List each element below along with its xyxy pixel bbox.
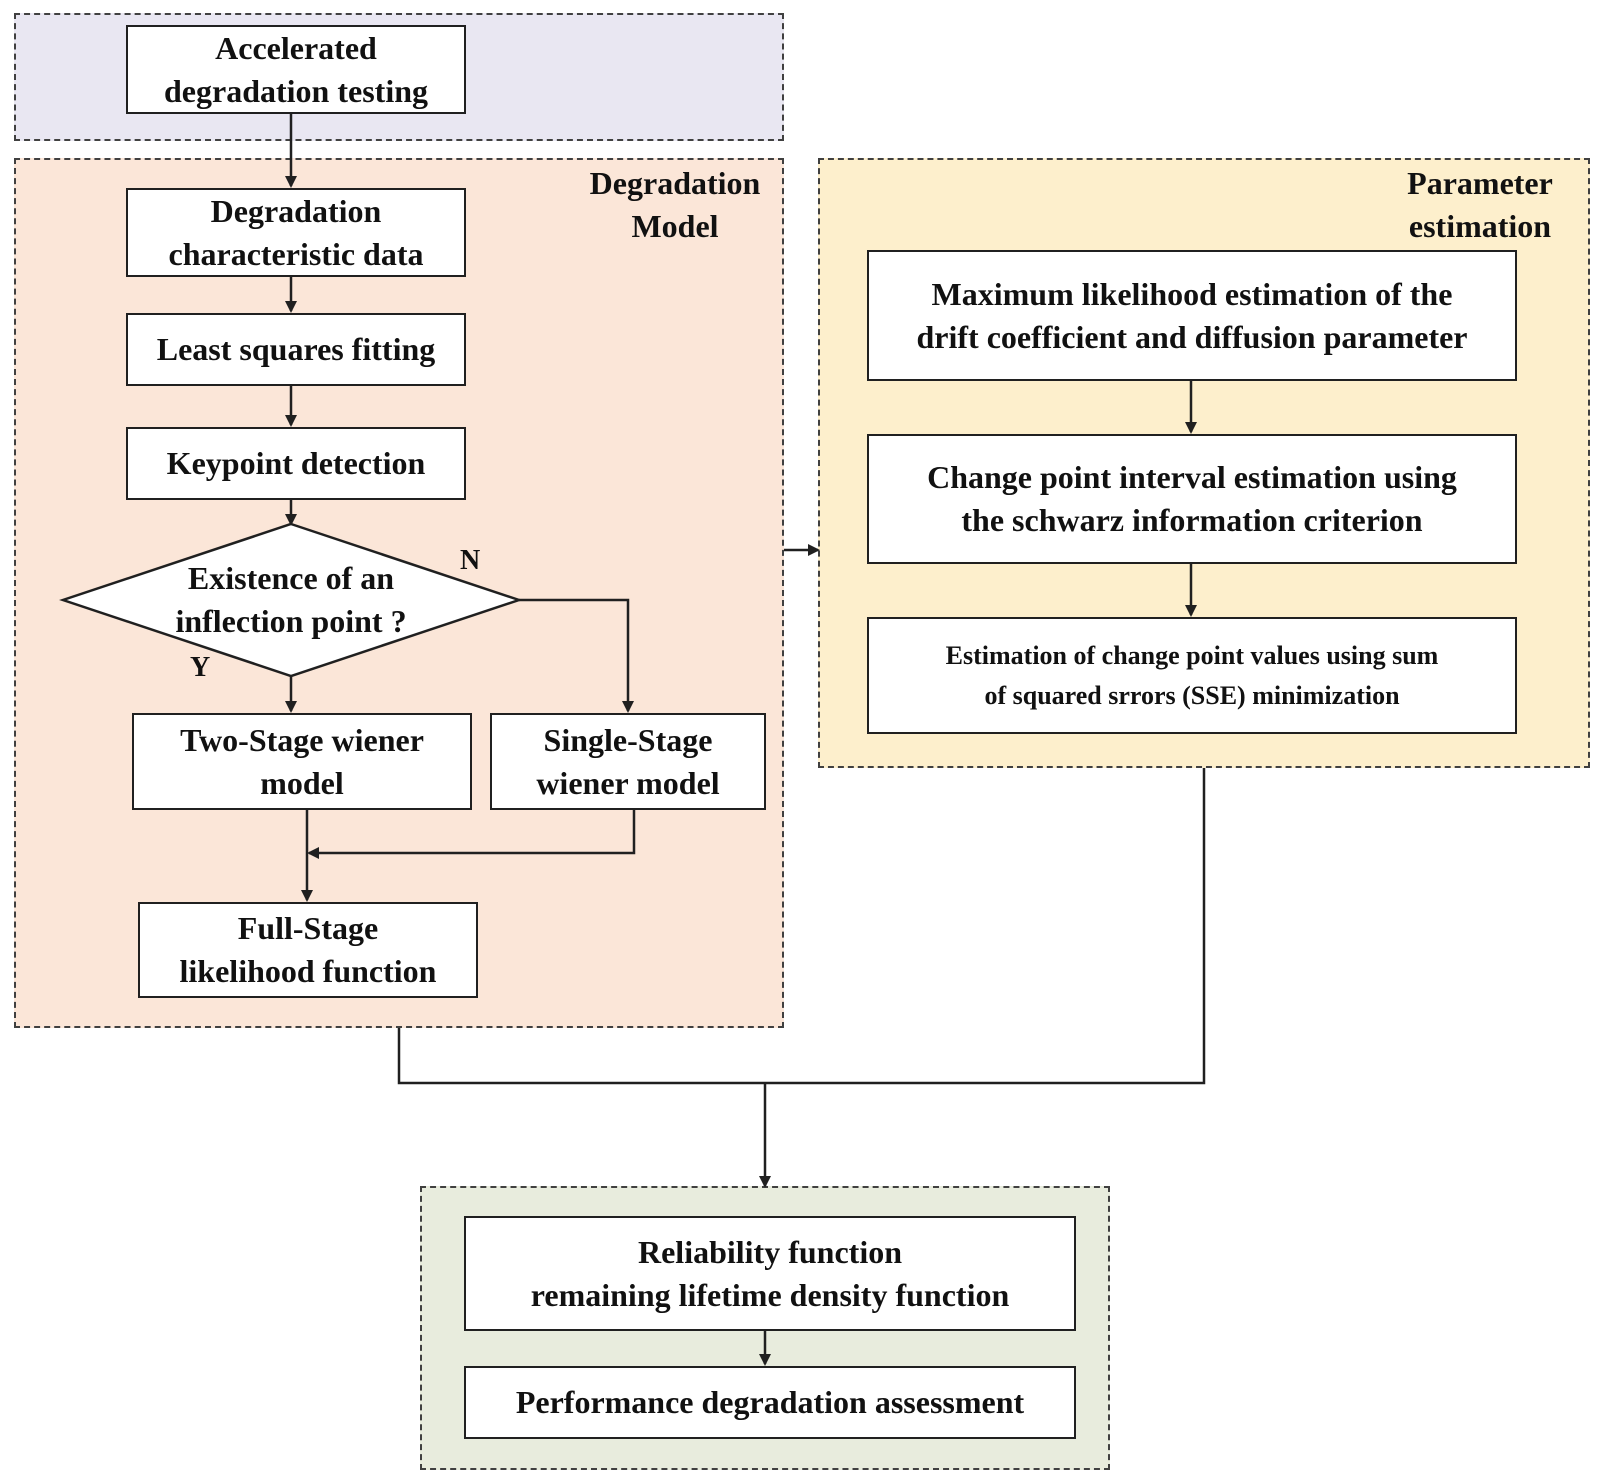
branch-label-yes: Y bbox=[190, 652, 211, 683]
box-single-stage-model: Single-Stage wiener model bbox=[490, 713, 766, 810]
decision-line2: inflection point ? bbox=[175, 603, 407, 639]
box-two-stage-model: Two-Stage wiener model bbox=[132, 713, 472, 810]
reliability-line2: remaining lifetime density function bbox=[530, 1276, 1010, 1313]
change-values-line1: Estimation of change point values using … bbox=[945, 640, 1439, 670]
change-interval-line2: the schwarz information criterion bbox=[961, 502, 1423, 538]
single-stage-line1: Single-Stage bbox=[543, 721, 713, 758]
line-degradation-down bbox=[397, 768, 1206, 1085]
box-full-stage-likelihood: Full-Stage likelihood function bbox=[138, 902, 478, 998]
degradation-model-title: Degradation Model bbox=[570, 162, 780, 248]
full-stage-line1: Full-Stage bbox=[237, 910, 379, 946]
full-stage-line2: likelihood function bbox=[179, 953, 437, 989]
decision-line1: Existence of an bbox=[187, 560, 395, 596]
mle-line1: Maximum likelihood estimation of the bbox=[931, 275, 1453, 312]
single-stage-line2: wiener model bbox=[536, 764, 720, 801]
branch-label-no: N bbox=[460, 545, 481, 576]
arrow-singlestage-merge bbox=[307, 810, 636, 859]
box-characteristic-data: Degradation characteristic data bbox=[126, 188, 466, 277]
box-mle: Maximum likelihood estimation of the dri… bbox=[867, 250, 1517, 381]
keypoint-label: Keypoint detection bbox=[166, 445, 426, 481]
change-values-line2: of squared srrors (SSE) minimization bbox=[984, 680, 1400, 710]
reliability-line1: Reliability function bbox=[637, 1233, 902, 1270]
least-squares-label: Least squares fitting bbox=[156, 331, 436, 367]
arrow-decision-to-singlestage bbox=[519, 598, 634, 713]
mle-line2: drift coefficient and diffusion paramete… bbox=[916, 318, 1468, 355]
characteristic-line1: Degradation bbox=[210, 192, 382, 229]
decision-text: Existence of an inflection point ? bbox=[120, 557, 462, 643]
decision-diamond bbox=[59, 522, 523, 678]
degradation-title-line2: Model bbox=[631, 208, 719, 244]
parameter-title-line1: Parameter bbox=[1407, 165, 1553, 201]
two-stage-line1: Two-Stage wiener bbox=[180, 721, 424, 758]
accelerated-line2: degradation testing bbox=[164, 72, 428, 109]
performance-label: Performance degradation assessment bbox=[515, 1384, 1025, 1420]
box-change-point-interval: Change point interval estimation using t… bbox=[867, 434, 1517, 564]
two-stage-line2: model bbox=[260, 764, 344, 801]
characteristic-line2: characteristic data bbox=[168, 235, 424, 272]
box-performance-assessment: Performance degradation assessment bbox=[464, 1366, 1076, 1439]
box-least-squares: Least squares fitting bbox=[126, 313, 466, 386]
box-change-point-values: Estimation of change point values using … bbox=[867, 617, 1517, 734]
degradation-title-line1: Degradation bbox=[589, 165, 761, 201]
box-reliability-function: Reliability function remaining lifetime … bbox=[464, 1216, 1076, 1331]
parameter-title-line2: estimation bbox=[1408, 208, 1552, 244]
change-interval-line1: Change point interval estimation using bbox=[927, 459, 1457, 495]
parameter-estimation-title: Parameter estimation bbox=[1380, 162, 1580, 248]
accelerated-line1: Accelerated bbox=[215, 29, 377, 66]
box-accelerated-testing: Accelerated degradation testing bbox=[126, 25, 466, 114]
box-keypoint-detection: Keypoint detection bbox=[126, 427, 466, 500]
